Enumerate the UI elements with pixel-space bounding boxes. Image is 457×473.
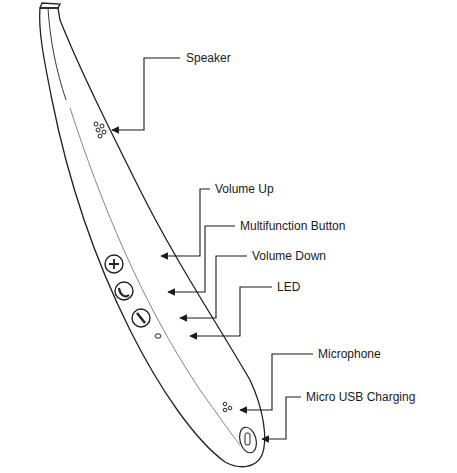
part-label: Volume Down	[251, 249, 327, 263]
microphone-holes	[223, 402, 232, 412]
part-label: Speaker	[185, 51, 232, 65]
speaker-grille	[94, 122, 106, 138]
part-label: Multifunction Button	[239, 219, 346, 233]
part-label: LED	[276, 280, 301, 294]
banana-body	[40, 3, 265, 467]
part-label: Volume Up	[214, 182, 275, 196]
buttons	[105, 255, 161, 338]
part-label: Micro USB Charging	[305, 390, 416, 404]
part-label: Microphone	[317, 347, 382, 361]
